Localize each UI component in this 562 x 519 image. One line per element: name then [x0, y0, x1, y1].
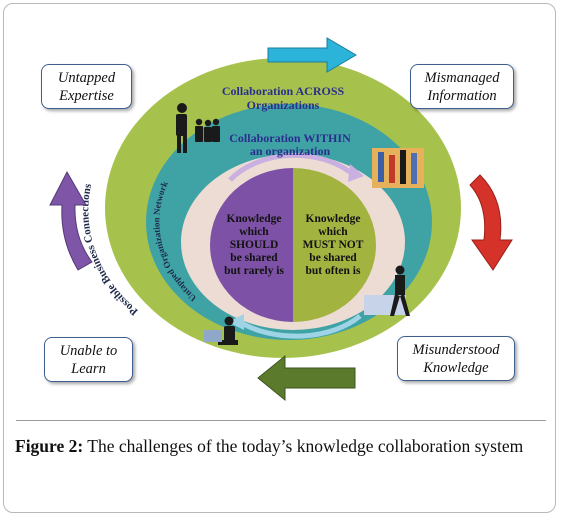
figure-caption: Figure 2: The challenges of the today’s … [15, 434, 549, 458]
inner-arrow-top-head [348, 164, 364, 182]
arrow-left-up [49, 170, 93, 271]
collab-within-line2: an organization [250, 144, 331, 158]
left-line-3: SHOULD [230, 239, 279, 251]
right-line-1: Knowledge [306, 213, 361, 225]
collab-within-line1: Collaboration WITHIN [229, 131, 351, 145]
arrow-top-right [267, 37, 357, 73]
sitting-person-silhouette [204, 316, 238, 345]
inner-arrow-bottom [238, 314, 362, 339]
right-half-text: Knowledge which MUST NOT be shared but o… [303, 213, 364, 277]
box-untapped-expertise: Untapped Expertise [41, 64, 132, 109]
right-half-circle [293, 168, 376, 322]
caption-text: The challenges of the today’s knowledge … [83, 436, 524, 456]
knowledge-diagram: Possible Business Connections Untapped O… [49, 37, 513, 402]
left-line-5: but rarely is [224, 265, 284, 277]
right-line-2: which [318, 226, 348, 238]
people-silhouette-top-left [176, 103, 220, 153]
left-line-1: Knowledge [227, 213, 282, 225]
people-silhouette-right [372, 148, 424, 188]
left-half-circle [210, 168, 293, 322]
left-line-2: which [239, 226, 269, 238]
collab-across-line1: Collaboration ACROSS [222, 84, 345, 98]
walking-man-silhouette [364, 265, 410, 316]
left-line-4: be shared [230, 252, 278, 264]
left-half-text: Knowledge which SHOULD be shared but rar… [224, 213, 284, 277]
box-unable-to-learn: Unable to Learn [44, 337, 133, 382]
inner-arrow-bottom-head [228, 314, 244, 330]
arrow-right-down [469, 174, 513, 271]
right-line-4: be shared [309, 252, 357, 264]
inner-arrow-top [228, 152, 352, 182]
box-mismanaged-information: Mismanaged Information [410, 64, 514, 109]
right-line-3: MUST NOT [303, 239, 364, 251]
right-line-5: but often is [306, 265, 361, 277]
caption-divider [16, 420, 546, 421]
caption-label: Figure 2: [15, 436, 84, 456]
collab-across-line2: Organizations [247, 98, 320, 112]
box-misunderstood-knowledge: Misunderstood Knowledge [397, 336, 515, 381]
arrow-bottom-left [257, 354, 356, 402]
